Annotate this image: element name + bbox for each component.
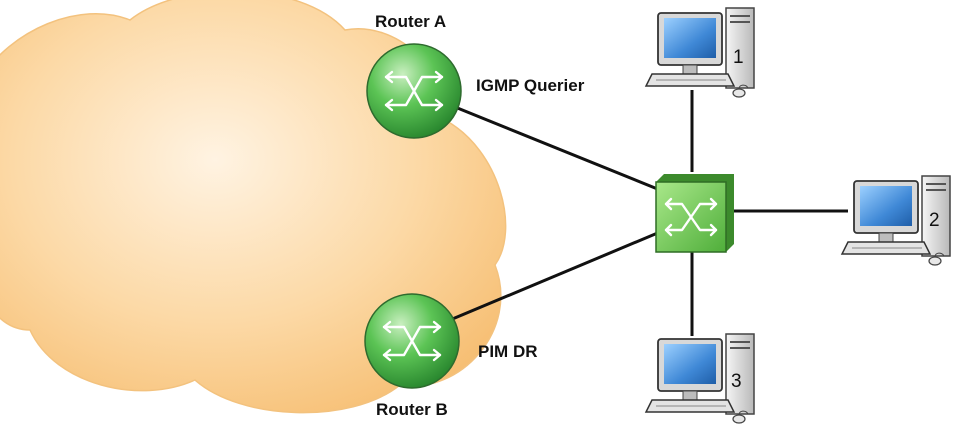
- host-2-number: 2: [929, 210, 940, 231]
- router-icon: [363, 292, 461, 390]
- router-b[interactable]: PIM DR Router B: [363, 292, 538, 419]
- router-a-role: IGMP Querier: [476, 76, 585, 95]
- router-a[interactable]: Router A IGMP Querier: [365, 12, 585, 140]
- link-router-b-switch: [449, 230, 661, 322]
- switch[interactable]: [655, 174, 734, 253]
- router-b-role: PIM DR: [478, 342, 538, 361]
- host-3-number: 3: [731, 371, 742, 392]
- router-icon: [365, 42, 463, 140]
- host-2[interactable]: 2: [841, 175, 951, 266]
- router-a-name: Router A: [375, 12, 446, 31]
- network-links: [449, 90, 848, 336]
- host-3[interactable]: 3: [645, 333, 755, 424]
- switch-icon: [655, 174, 734, 253]
- router-b-name: Router B: [376, 400, 448, 419]
- host-1[interactable]: 1: [645, 7, 755, 98]
- host-1-number: 1: [733, 47, 744, 68]
- link-router-a-switch: [449, 103, 661, 192]
